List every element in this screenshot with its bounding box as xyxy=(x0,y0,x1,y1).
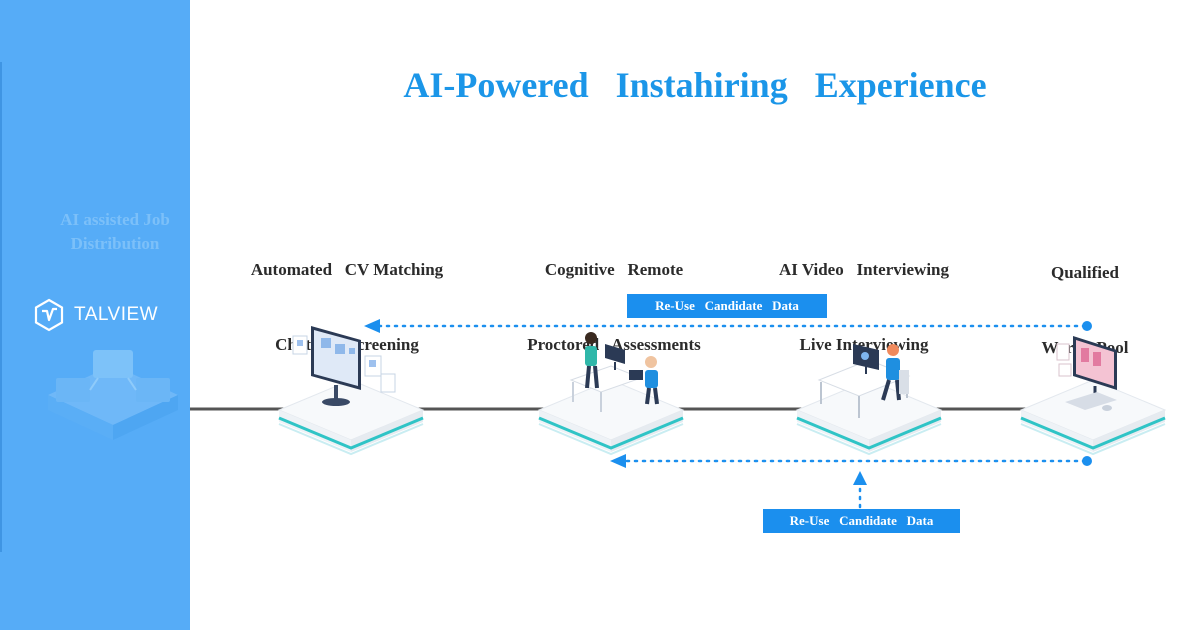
stage-label-line2: Proctored Assessments xyxy=(527,335,701,354)
reuse-data-badge-bottom: Re-Use Candidate Data xyxy=(763,509,960,533)
feedback-origin-dot xyxy=(1082,456,1092,466)
arrowhead-left-icon xyxy=(610,454,626,468)
stage-label-line1: AI assisted Job xyxy=(60,210,170,229)
arrowhead-left-icon xyxy=(364,319,380,333)
assessment-desk-icon xyxy=(537,332,685,456)
brand-name: TALVIEW xyxy=(74,304,159,325)
stage-label-line1: Automated CV Matching xyxy=(250,260,444,279)
sidebar-panel xyxy=(0,0,190,630)
feedback-origin-dot xyxy=(1082,321,1092,331)
stage-label-job-distribution: AI assisted Job Distribution xyxy=(30,208,200,256)
arrowhead-up-icon xyxy=(853,471,867,485)
stage-label-assessments: Cognitive Remote Proctored Assessments xyxy=(494,207,734,382)
monitor-profiles-icon xyxy=(277,326,425,456)
stage-label-line1: Qualified xyxy=(1050,263,1119,282)
page-title: AI-Powered Instahiring Experience xyxy=(403,65,987,105)
sidebar-edge xyxy=(0,62,2,552)
candidate-pool-icon xyxy=(1019,336,1167,456)
stage-label-line1: Cognitive Remote xyxy=(544,260,684,279)
talview-logo-icon xyxy=(34,298,64,332)
reuse-data-badge-top: Re-Use Candidate Data xyxy=(627,294,827,318)
talview-logo: TALVIEW xyxy=(32,296,158,334)
laptops-network-icon xyxy=(48,350,178,440)
stage-label-line2: Distribution xyxy=(70,234,160,253)
video-interview-icon xyxy=(795,344,943,456)
stage-label-line1: AI Video Interviewing xyxy=(779,260,949,279)
